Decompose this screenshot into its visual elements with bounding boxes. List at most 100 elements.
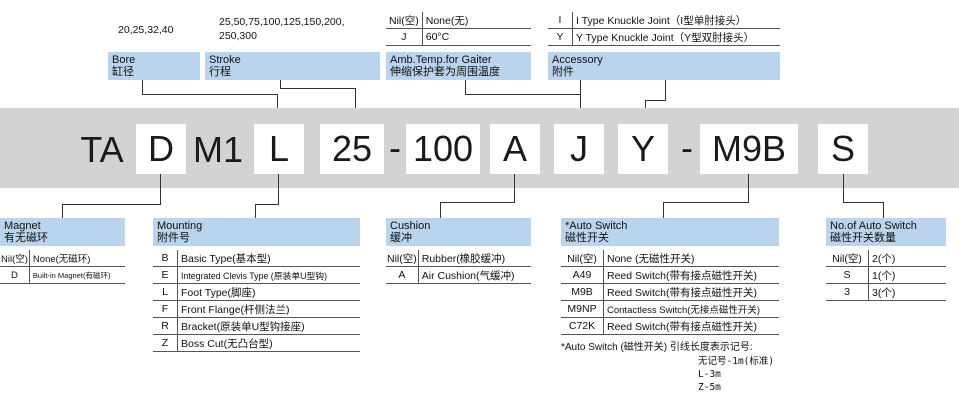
magnet-label-cn: 有无磁环 — [4, 232, 48, 244]
code-cushion: A — [490, 124, 540, 174]
stroke-values-box: 25,50,75,100,125,150,200, 250,300 — [205, 12, 380, 48]
connector-line — [843, 174, 844, 202]
magnet-key: D — [0, 266, 30, 284]
temp-label-cn: 伸缩保护套为周围温度 — [390, 66, 500, 78]
temp-value: 60°C — [422, 28, 531, 46]
accessory-label-cn: 附件 — [552, 66, 574, 78]
connector-line — [255, 204, 279, 205]
table-row: Nil(空)None(无磁环) — [0, 250, 125, 267]
mounting-key: E — [153, 266, 178, 284]
lead-wire-note-title: *Auto Switch (磁性开关) 引线长度表示记号: — [561, 342, 753, 353]
magnet-label: Magnet 有无磁环 — [0, 218, 125, 246]
temp-key: Nil(空) — [386, 12, 423, 29]
code-dash-1: - — [389, 127, 401, 168]
num-switch-value: 2(个) — [868, 250, 946, 267]
code-bore: 25 — [320, 124, 384, 174]
cushion-label-cn: 缓冲 — [390, 232, 412, 244]
cushion-label: Cushion 缓冲 — [386, 218, 531, 246]
mounting-key: B — [153, 250, 178, 267]
cushion-key: A — [386, 266, 419, 284]
auto-switch-value: Contactless Switch(无接点磁性开关) — [603, 300, 779, 318]
connector-line — [280, 80, 281, 88]
connector-line — [355, 88, 356, 124]
auto-switch-label: *Auto Switch 磁性开关 — [561, 218, 779, 246]
cushion-label-en: Cushion — [390, 220, 431, 232]
lead-wire-note-line: L-3m — [698, 369, 721, 380]
auto-switch-key: A49 — [561, 266, 604, 284]
magnet-value: Built-in Magnet(有磁环) — [29, 266, 125, 284]
bore-label: Bore 缸径 — [108, 52, 200, 80]
mounting-value: Basic Type(基本型) — [177, 250, 360, 267]
stroke-values-line2: 250,300 — [219, 30, 257, 42]
connector-line — [465, 94, 580, 95]
accessory-key: I — [548, 12, 573, 29]
magnet-key: Nil(空) — [0, 250, 30, 267]
temp-value: None(无) — [422, 12, 531, 29]
mounting-key: R — [153, 317, 178, 335]
accessory-key: Y — [548, 28, 573, 46]
num-switch-key: 3 — [826, 283, 869, 301]
accessory-label: Accessory 附件 — [548, 52, 780, 80]
accessory-value: I Type Knuckle Joint（I型单肘接头） — [572, 12, 780, 29]
connector-line — [514, 174, 515, 202]
auto-switch-key: M9NP — [561, 300, 604, 318]
connector-line — [440, 202, 441, 218]
connector-line — [663, 202, 664, 218]
connector-line — [142, 94, 277, 95]
num-switch-key: Nil(空) — [826, 250, 869, 267]
connector-line — [278, 174, 279, 204]
temp-label: Amb.Temp.for Gaiter 伸缩保护套为周围温度 — [386, 52, 531, 80]
connector-line — [665, 80, 666, 100]
connector-line — [465, 80, 466, 94]
mounting-value: Integrated Clevis Type (原装单U型钩) — [177, 266, 360, 284]
num-switch-key: S — [826, 266, 869, 284]
num-switch-label-en: No.of Auto Switch — [830, 220, 917, 232]
mounting-label-cn: 附件号 — [157, 232, 190, 244]
accessory-label-en: Accessory — [552, 54, 603, 66]
code-temp: J — [554, 124, 604, 174]
connector-line — [580, 80, 581, 124]
stroke-label-cn: 行程 — [209, 66, 231, 78]
connector-line — [663, 202, 749, 203]
magnet-label-en: Magnet — [4, 220, 41, 232]
lead-wire-note-line: 无记号-1m(标准) — [698, 356, 775, 367]
bore-label-cn: 缸径 — [112, 66, 134, 78]
mounting-value: Front Flange(杆侧法兰) — [177, 300, 360, 318]
code-num-switch: S — [818, 124, 868, 174]
code-stroke: 100 — [406, 124, 480, 174]
table-row: Nil(空)2(个) — [826, 250, 946, 267]
num-switch-value: 3(个) — [868, 283, 946, 301]
connector-line — [645, 100, 666, 101]
connector-line — [62, 204, 63, 218]
stroke-values-line1: 25,50,75,100,125,150,200, — [219, 16, 345, 28]
connector-line — [255, 204, 256, 218]
auto-switch-key: C72K — [561, 317, 604, 335]
num-switch-label: No.of Auto Switch 磁性开关数量 — [826, 218, 946, 246]
mounting-key: L — [153, 283, 178, 301]
table-row: Nil(空)None(无) — [386, 12, 531, 29]
bore-values: 20,25,32,40 — [118, 24, 174, 36]
temp-key: J — [386, 28, 423, 46]
accessory-value: Y Type Knuckle Joint（Y型双肘接头） — [572, 28, 780, 46]
auto-switch-label-cn: 磁性开关 — [565, 232, 609, 244]
connector-line — [843, 202, 883, 203]
stroke-label-en: Stroke — [209, 54, 241, 66]
auto-switch-value: Reed Switch(带有接点磁性开关) — [603, 266, 779, 284]
